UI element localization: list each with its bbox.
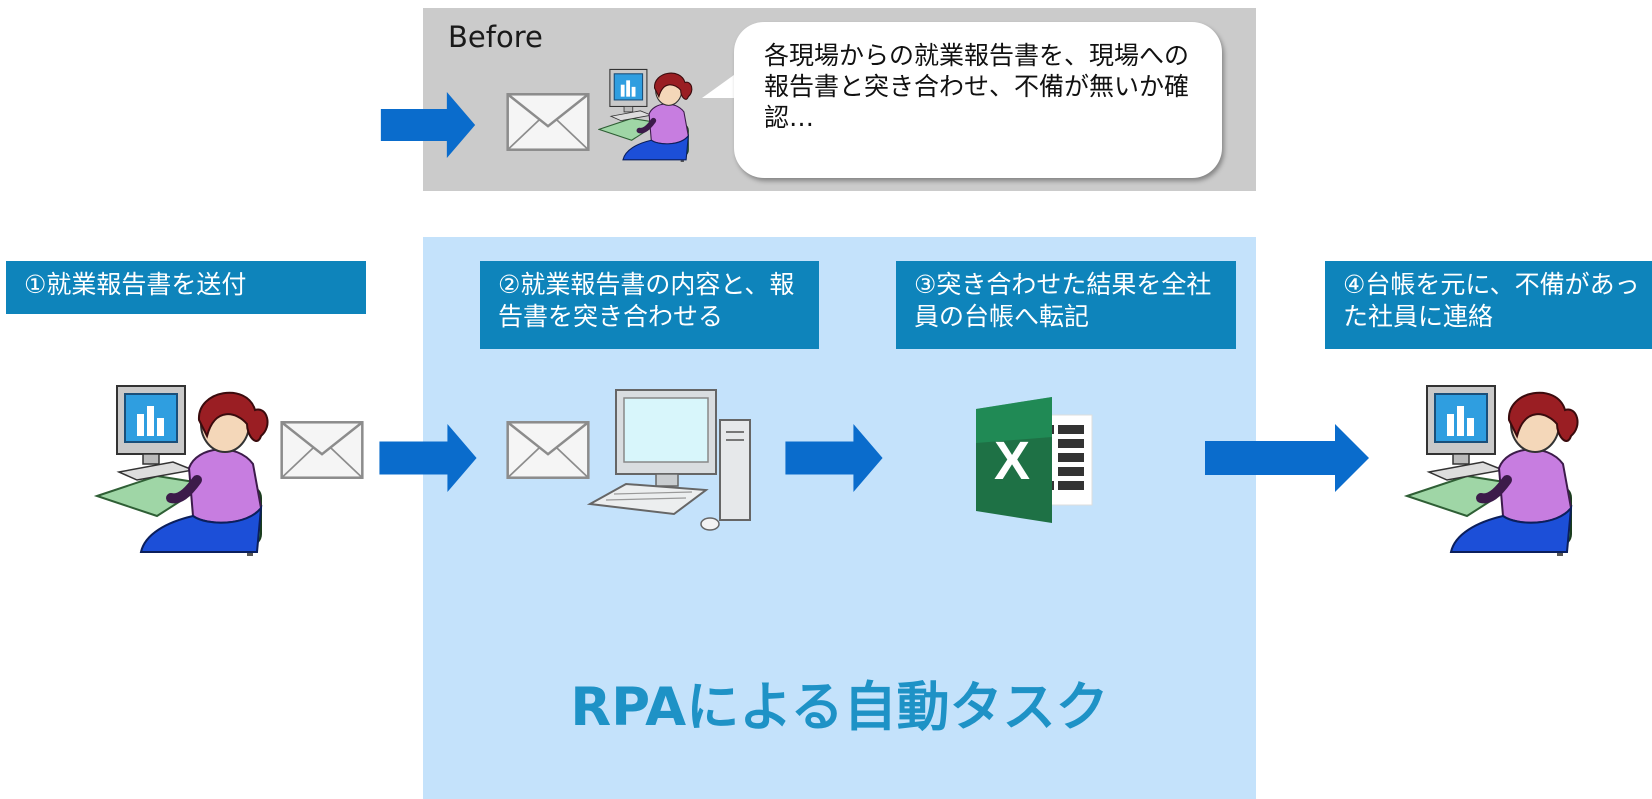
speech-bubble-text: 各現場からの就業報告書を、現場への報告書と突き合わせ、不備が無いか確認… — [764, 41, 1190, 132]
right-arrow-icon — [1205, 424, 1369, 492]
excel-icon: X — [976, 397, 1093, 523]
speech-bubble — [734, 22, 1222, 178]
right-arrow-icon — [780, 424, 888, 492]
envelope-icon — [280, 420, 364, 480]
person-at-computer-icon — [92, 376, 282, 556]
step-3-box: ③突き合わせた結果を全社員の台帳へ転記 — [896, 261, 1236, 349]
step-2-box: ②就業報告書の内容と、報告書を突き合わせる — [480, 261, 819, 349]
person-at-computer-icon — [598, 64, 698, 162]
step-1-box: ①就業報告書を送付 — [6, 261, 366, 314]
svg-text:X: X — [994, 431, 1030, 491]
person-at-computer-icon — [1402, 376, 1592, 556]
desktop-computer-icon — [586, 389, 751, 531]
right-arrow-icon — [375, 424, 481, 492]
before-label: Before — [448, 20, 543, 54]
right-arrow-icon — [375, 92, 481, 158]
step-4-box: ④台帳を元に、不備があった社員に連絡 — [1325, 261, 1652, 349]
rpa-title: RPAによる自動タスク — [570, 677, 1109, 738]
envelope-icon — [506, 420, 590, 480]
envelope-icon — [506, 92, 590, 152]
